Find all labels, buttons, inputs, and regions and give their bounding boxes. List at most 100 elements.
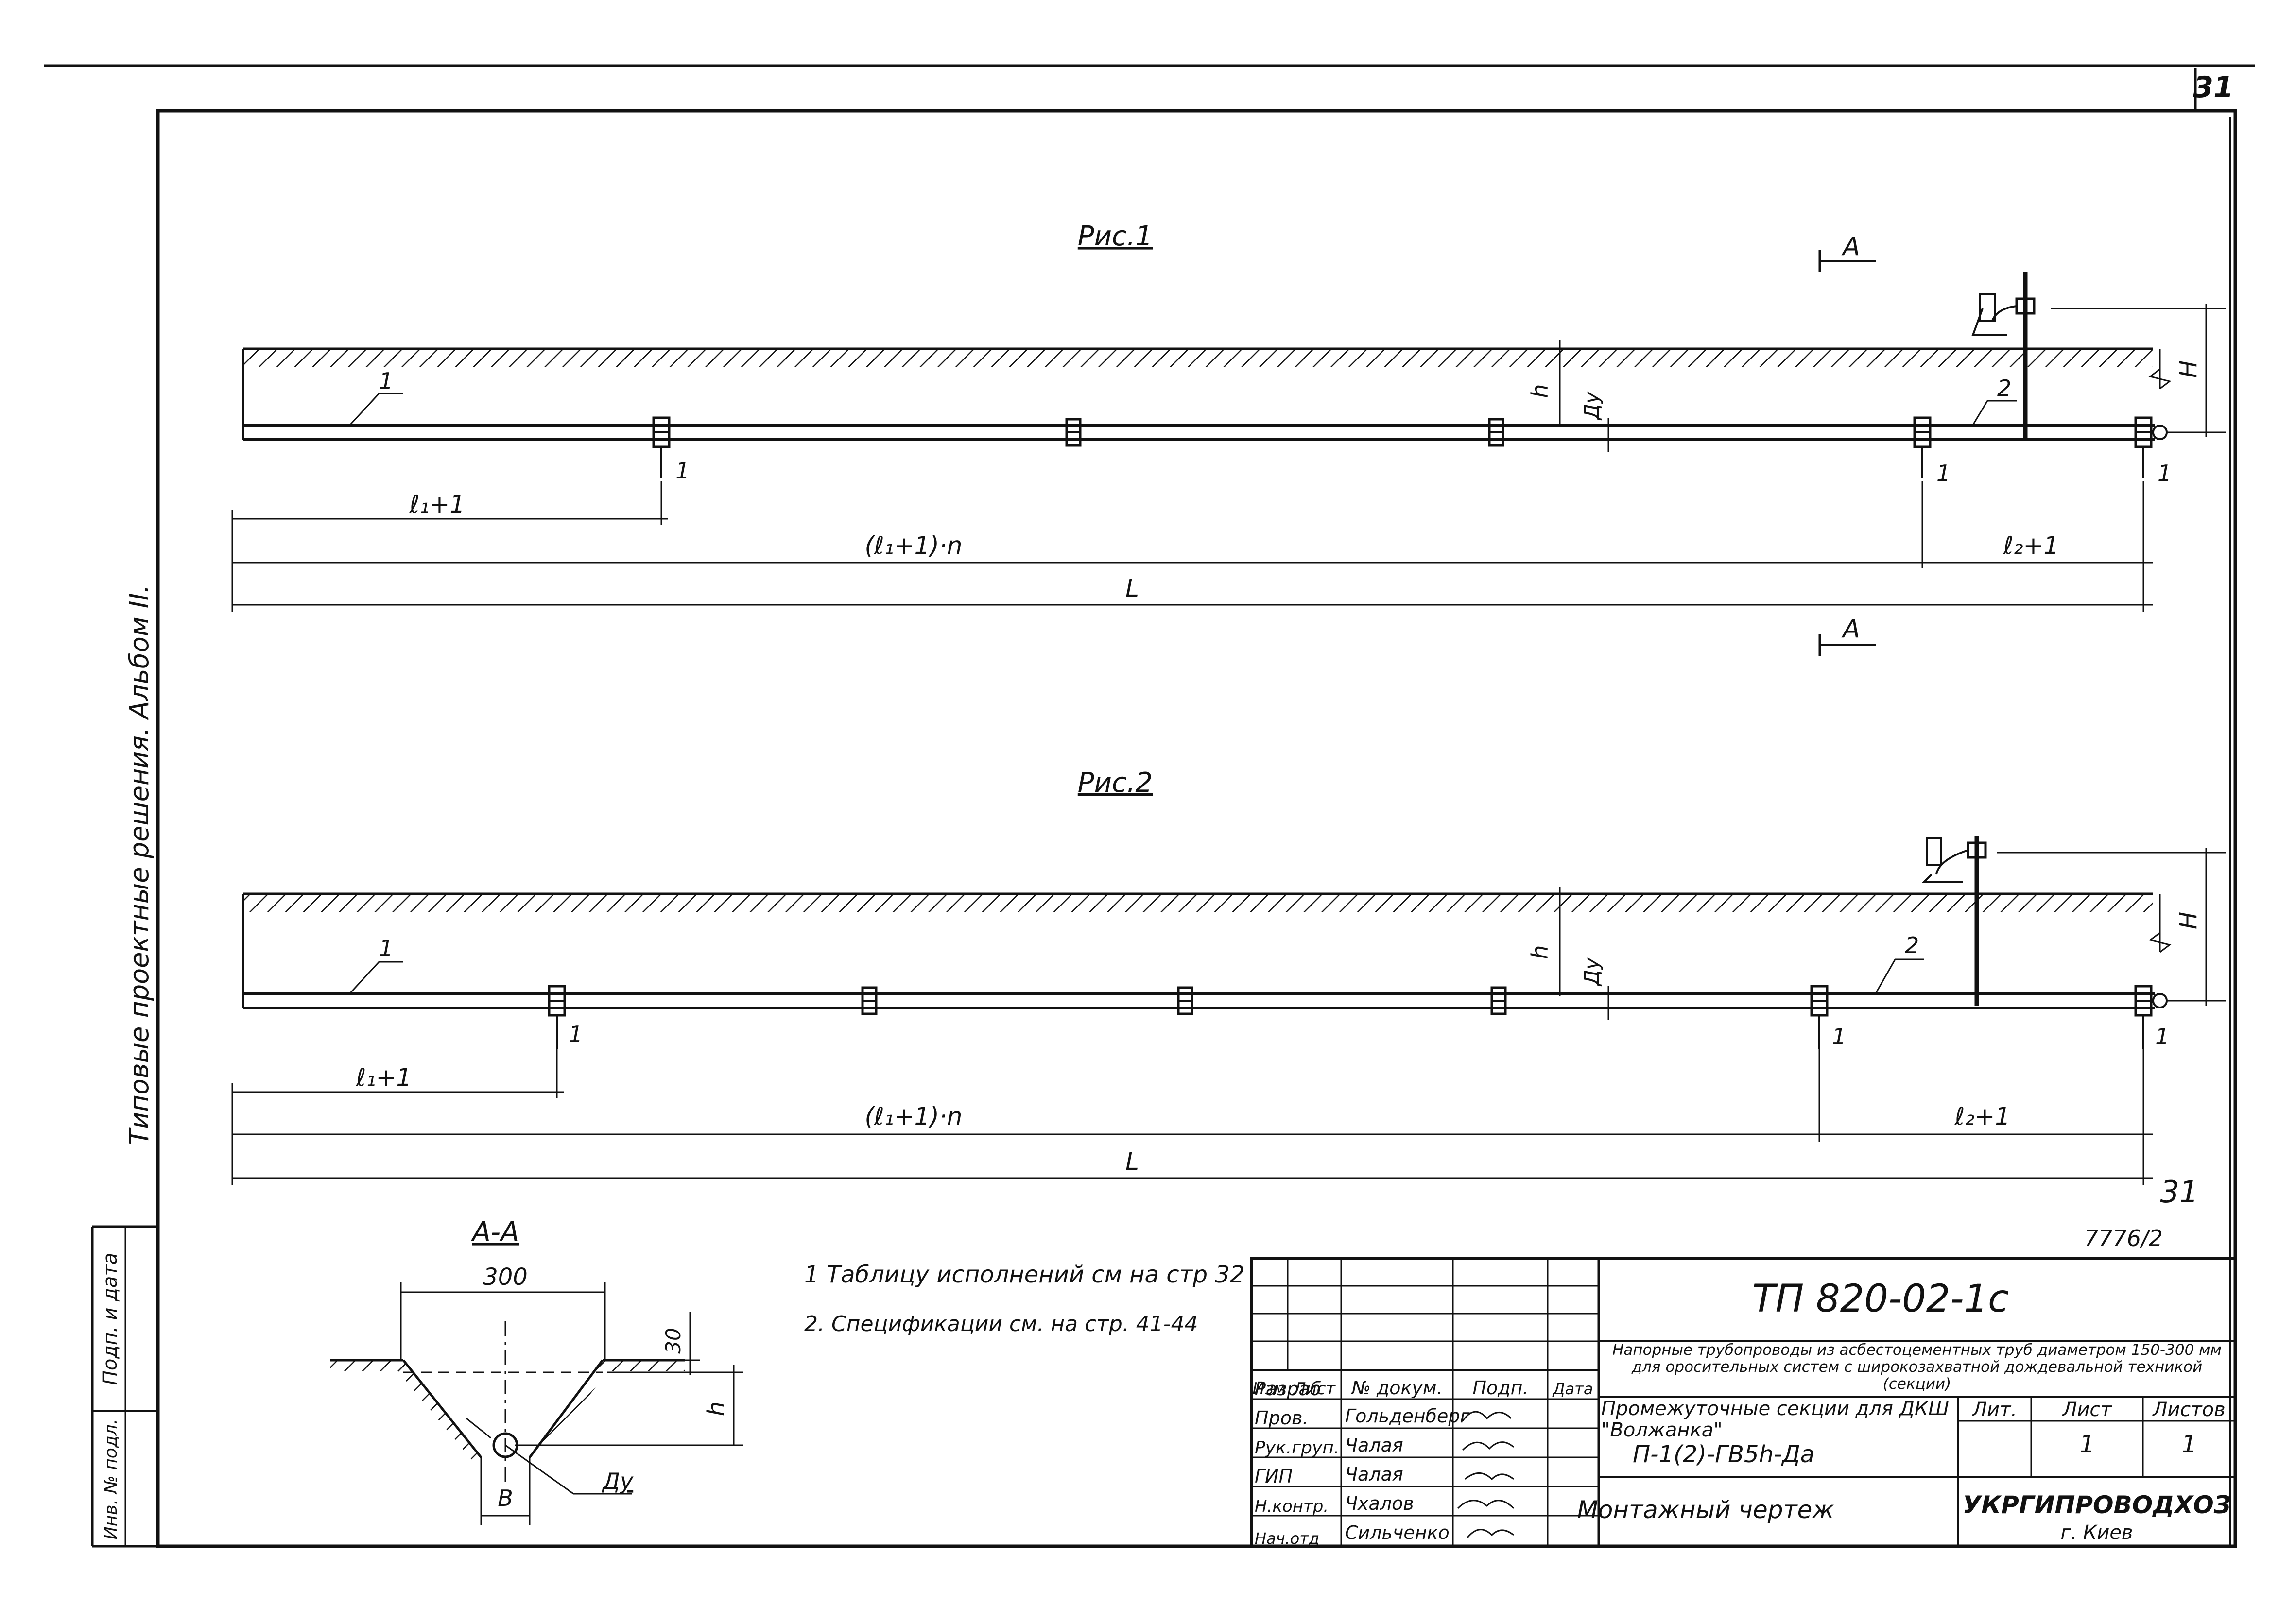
role-group-lead: Рук.груп. bbox=[1255, 1438, 1339, 1458]
coupling bbox=[1490, 986, 1507, 1015]
signatures bbox=[1457, 1411, 1515, 1538]
coupling bbox=[548, 985, 566, 1017]
name-checker: Чалая bbox=[1345, 1435, 1403, 1456]
dim-H: H bbox=[2175, 912, 2202, 929]
sheet-title: Промежуточные секции для ДКШ "Волжанка" bbox=[1601, 1398, 1950, 1441]
doc-code: ТП 820-02-1с bbox=[1752, 1277, 2009, 1321]
section-title: А-А bbox=[471, 1216, 519, 1248]
dim-h: h bbox=[1527, 945, 1553, 959]
lit-label: Лит. bbox=[1971, 1399, 2017, 1421]
coupling bbox=[652, 416, 671, 448]
name-group-lead: Чалая bbox=[1345, 1464, 1403, 1485]
sheet-frame: 31 bbox=[44, 64, 2255, 1548]
col-header-date: Дата bbox=[1552, 1380, 1593, 1398]
sheet-value: 1 bbox=[2079, 1430, 2095, 1458]
ground-hatch bbox=[603, 1360, 685, 1371]
figure-1-title: Рис.1 bbox=[1078, 221, 1153, 252]
left-strip: Типовые проектные решения. Альбом II. По… bbox=[91, 584, 158, 1548]
coupling bbox=[1177, 986, 1193, 1015]
sheet-title-box: Промежуточные секции для ДКШ "Волжанка" bbox=[1601, 1398, 1950, 1441]
section-mark-bottom: A bbox=[1818, 615, 1876, 656]
ground-hatch bbox=[243, 894, 2153, 912]
sign-date-label: Подп. и дата bbox=[99, 1253, 121, 1385]
role-norm-control: Н.контр. bbox=[1255, 1497, 1329, 1516]
hydrant-riser bbox=[1971, 272, 2036, 440]
dim-du: Ду bbox=[1580, 957, 1604, 987]
col-header-sign: Подп. bbox=[1472, 1377, 1528, 1399]
note-1: 1 Таблицу исполнений см на стр 32 bbox=[804, 1261, 1244, 1288]
page-number: 31 bbox=[2193, 70, 2234, 104]
drawing-type: Монтажный чертеж bbox=[1577, 1496, 1834, 1524]
support-mark: 1 bbox=[1832, 1024, 1846, 1050]
dim-l2: ℓ₂+1 bbox=[2003, 531, 2059, 560]
coupling bbox=[1913, 416, 1932, 448]
name-developer: Гольденберг bbox=[1345, 1405, 1470, 1427]
section-h: h bbox=[703, 1401, 730, 1416]
role-checker: Пров. bbox=[1255, 1407, 1308, 1429]
note-2: 2. Спецификации см. на стр. 41-44 bbox=[804, 1312, 1198, 1336]
col-header-list: Лист bbox=[1293, 1379, 1336, 1399]
name-norm-control: Сильченко bbox=[1345, 1522, 1450, 1543]
notes: 1 Таблицу исполнений см на стр 32 2. Спе… bbox=[804, 1261, 1244, 1336]
support-mark: 1 bbox=[2158, 460, 2172, 486]
coupling bbox=[1810, 985, 1829, 1017]
section-b: В bbox=[498, 1485, 513, 1511]
coupling bbox=[2134, 416, 2168, 448]
corner-page-number: 31 bbox=[2160, 1174, 2199, 1210]
support-mark: 1 bbox=[569, 1021, 583, 1047]
dim-H: H bbox=[2175, 360, 2202, 378]
dim-h: h bbox=[1527, 384, 1553, 398]
coupling bbox=[1488, 418, 1504, 447]
pipe-mark-1: 1 bbox=[379, 935, 393, 961]
pipe-mark-2: 2 bbox=[1905, 932, 1919, 958]
doc-id: 7776/2 bbox=[2084, 1225, 2163, 1251]
sheet-code: П-1(2)-ГВ5h-Да bbox=[1633, 1441, 1814, 1468]
figure-1: Рис.1 A A 1 1 bbox=[231, 221, 2226, 656]
section-mark-label: A bbox=[1841, 232, 1860, 261]
dim-l2: ℓ₂+1 bbox=[1954, 1102, 2010, 1130]
sheets-value: 1 bbox=[2181, 1430, 2197, 1458]
hydrant-riser bbox=[1922, 836, 1987, 1006]
col-header-doc: № докум. bbox=[1350, 1377, 1442, 1399]
section-mark-top: A bbox=[1818, 232, 1876, 272]
support-mark: 1 bbox=[2155, 1024, 2169, 1050]
dim-n: (ℓ₁+1)·n bbox=[864, 531, 962, 560]
role-dept-head: Нач.отд bbox=[1255, 1529, 1319, 1548]
coupling bbox=[2134, 985, 2168, 1017]
pipeline bbox=[243, 424, 2155, 441]
support-mark: 1 bbox=[675, 458, 690, 484]
title-block: Изм Лист № докум. Подп. Дата Разраб Пров… bbox=[1250, 1257, 2237, 1548]
figure-2-title: Рис.2 bbox=[1078, 767, 1153, 799]
section-width: 300 bbox=[483, 1264, 528, 1291]
name-gip: Чхалов bbox=[1345, 1493, 1414, 1514]
coupling bbox=[1065, 418, 1082, 447]
ground-hatch bbox=[330, 1360, 403, 1371]
org-city: г. Киев bbox=[2060, 1521, 2133, 1544]
dim-l1: ℓ₁+1 bbox=[409, 490, 465, 518]
section-du: Ду bbox=[602, 1468, 634, 1494]
sheets-label: Листов bbox=[2152, 1399, 2225, 1421]
role-developer: Разраб bbox=[1255, 1378, 1321, 1400]
org-name: УКРГИПРОВОДХОЗ bbox=[1963, 1491, 2231, 1519]
dim-l1: ℓ₁+1 bbox=[356, 1063, 412, 1092]
doc-description-box: Напорные трубопроводы из асбестоцементны… bbox=[1612, 1342, 2222, 1393]
support-mark: 1 bbox=[1936, 460, 1951, 486]
section-a-a: А-А 300 Ду В 30 h bbox=[330, 1216, 743, 1525]
coupling bbox=[861, 986, 878, 1015]
dim-L: L bbox=[1125, 574, 1139, 602]
figure-2: Рис.2 1 1 1 1 2 bbox=[231, 767, 2226, 1185]
dim-n: (ℓ₁+1)·n bbox=[864, 1102, 962, 1130]
dim-du: Ду bbox=[1580, 391, 1604, 421]
dim-L: L bbox=[1125, 1147, 1139, 1176]
section-depth: 30 bbox=[661, 1328, 685, 1353]
pipeline bbox=[243, 992, 2155, 1009]
inv-number-label: Инв. № подл. bbox=[101, 1419, 121, 1539]
doc-description: Напорные трубопроводы из асбестоцементны… bbox=[1612, 1342, 2222, 1393]
ground-hatch bbox=[243, 349, 2153, 367]
pipe-mark-1: 1 bbox=[379, 368, 393, 394]
role-gip: ГИП bbox=[1255, 1466, 1293, 1487]
pipe-mark-2: 2 bbox=[1997, 375, 2011, 401]
section-mark-label: A bbox=[1841, 615, 1860, 644]
album-label: Типовые проектные решения. Альбом II. bbox=[124, 584, 155, 1145]
